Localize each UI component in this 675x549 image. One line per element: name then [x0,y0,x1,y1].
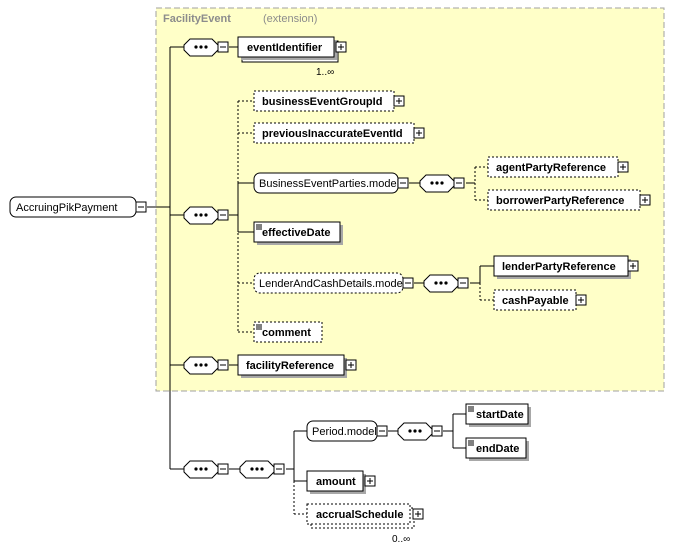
group-title: FacilityEvent [163,13,231,25]
element-amount[interactable]: amount [306,470,376,494]
simple-type-icon [468,440,474,446]
element-previous-inaccurate-event-id[interactable]: previousInaccurateEventId [253,122,425,144]
element-label: comment [262,327,311,339]
sequence-compositor-business-parties[interactable] [419,174,465,193]
group-ref-label: Period.model [312,426,377,438]
element-facility-reference[interactable]: facilityReference [237,354,357,378]
element-cash-payable[interactable]: cashPayable [493,289,587,311]
element-label: businessEventGroupId [262,96,382,108]
element-label: amount [316,476,356,488]
expand-toggle[interactable] [393,95,405,107]
expand-toggle[interactable] [412,508,424,520]
sequence-compositor-period[interactable] [397,422,443,441]
expand-toggle[interactable] [639,194,651,206]
sequence-compositor-4[interactable] [183,460,229,479]
cardinality-label: 1..∞ [316,67,334,78]
element-box [253,321,323,343]
element-label: previousInaccurateEventId [262,128,403,140]
expand-toggle[interactable] [413,127,425,139]
expand-toggle[interactable] [627,260,639,272]
element-lender-party-reference[interactable]: lenderPartyReference [493,255,639,279]
group-ref-box [253,272,404,294]
element-label: accrualSchedule [316,509,403,521]
sequence-collapse-toggle[interactable] [457,277,469,289]
connectors [147,46,494,515]
element-box [253,221,341,243]
sequence-collapse-toggle[interactable] [217,359,229,371]
sequence-collapse-toggle[interactable] [217,209,229,221]
element-borrower-party-reference[interactable]: borrowerPartyReference [487,189,651,211]
group-ref-label: BusinessEventParties.model [259,178,399,190]
expand-toggle[interactable] [617,161,629,173]
sequence-compositor-5[interactable] [239,460,285,479]
sequence-collapse-toggle[interactable] [431,425,443,437]
sequence-collapse-toggle[interactable] [217,463,229,475]
element-end-date[interactable]: endDate [465,437,529,461]
element-label: facilityReference [246,360,334,372]
element-label: borrowerPartyReference [496,195,624,207]
sequence-compositor-lender-cash[interactable] [423,274,469,293]
simple-type-icon [468,406,474,412]
element-label: eventIdentifier [247,42,323,54]
element-agent-party-reference[interactable]: agentPartyReference [487,156,629,178]
element-label: agentPartyReference [496,162,606,174]
sequence-collapse-toggle[interactable] [273,463,285,475]
element-label: effectiveDate [262,227,330,239]
element-box [465,403,529,425]
element-effective-date[interactable]: effectiveDate [253,221,343,245]
sequence-compositor-2[interactable] [183,206,229,225]
simple-type-icon [256,324,262,330]
sequence-compositor-3[interactable] [183,356,229,375]
element-label: lenderPartyReference [502,261,616,273]
element-business-event-group-id[interactable]: businessEventGroupId [253,90,405,112]
cardinality-label: 0..∞ [392,534,410,545]
group-ref-label: LenderAndCashDetails.model [259,278,405,290]
element-label: cashPayable [502,295,569,307]
element-label: startDate [476,409,524,421]
group-subtitle: (extension) [263,13,317,25]
element-accrual-schedule[interactable]: accrualSchedule 0..∞ [306,503,424,545]
element-start-date[interactable]: startDate [465,403,531,427]
element-event-identifier[interactable]: eventIdentifier 1..∞ [237,36,347,78]
element-box [306,470,364,492]
sequence-collapse-toggle[interactable] [217,41,229,53]
simple-type-icon [256,224,262,230]
collapse-toggle[interactable] [402,277,414,289]
element-label: endDate [476,443,519,455]
root-label: AccruingPikPayment [16,202,118,214]
sequence-compositor-1[interactable] [183,38,229,57]
sequence-collapse-toggle[interactable] [453,177,465,189]
element-box [237,36,335,58]
group-period-model[interactable]: Period.model [306,420,388,442]
collapse-toggle[interactable] [376,425,388,437]
expand-toggle[interactable] [364,475,376,487]
root-collapse-toggle[interactable] [135,201,147,213]
element-box [465,437,527,459]
element-box [306,503,411,525]
group-lender-and-cash-details-model[interactable]: LenderAndCashDetails.model [253,272,414,294]
expand-toggle[interactable] [575,294,587,306]
element-comment[interactable]: comment [253,321,323,343]
expand-toggle[interactable] [345,359,357,371]
collapse-toggle[interactable] [397,177,409,189]
group-business-event-parties-model[interactable]: BusinessEventParties.model [253,172,409,194]
expand-toggle[interactable] [335,41,347,53]
element-box [237,354,345,376]
root-element[interactable]: AccruingPikPayment [9,196,147,218]
